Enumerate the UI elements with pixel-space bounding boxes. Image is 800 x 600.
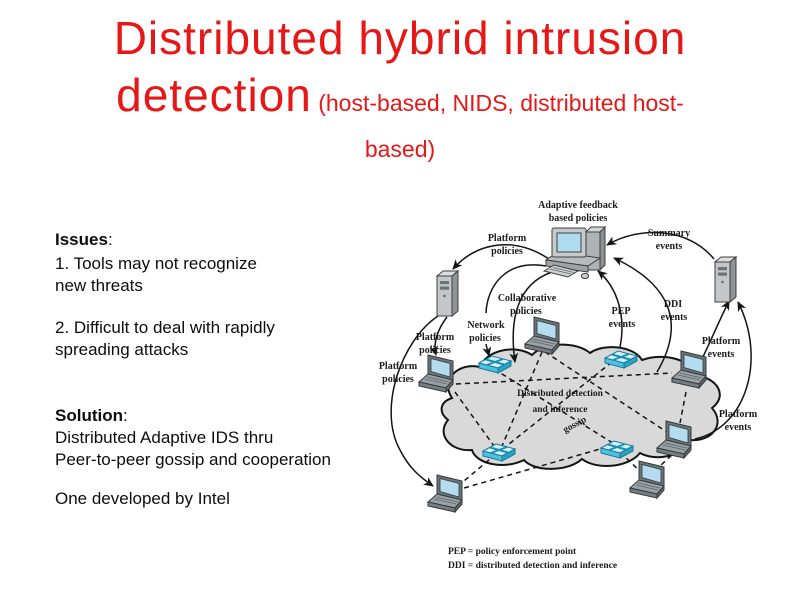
label-network-policies: policies [469,333,501,344]
footnote-line: One developed by Intel [55,489,230,508]
gossip-link-line [454,391,495,447]
label-platform-events-lower: events [725,422,752,433]
gossip-link-line [647,452,675,478]
issues-heading-colon: : [107,230,113,249]
issue-2-line-1: 2. Difficult to deal with rapidly [55,318,275,337]
arrow-platform-events-to-right-server-long [694,301,752,440]
label-adaptive-feedback: based policies [549,213,608,224]
label-cloud-title: and inference [533,405,588,415]
label-summary-events: Summary [648,228,690,239]
label-platform-policies-far: Platform [379,361,418,372]
gossip-link-line [493,368,617,446]
issues-solution-text: Issues: 1. Tools may not recognize new t… [55,229,385,510]
slide-title: Distributed hybrid intrusion detection (… [0,10,800,166]
diagram-labels: Adaptive feedback based policies Platfor… [379,200,758,435]
label-platform-events-upper: Platform [702,336,741,347]
laptop-icon [418,354,454,393]
issue-1-line-1: 1. Tools may not recognize [55,254,257,273]
arrow-network-policies-to-switch [482,343,492,357]
label-adaptive-feedback: Adaptive feedback [538,200,618,211]
title-line-1: Distributed hybrid intrusion [113,12,687,64]
gossip-link-line [463,448,601,489]
issue-2-line-2: spreading attacks [55,340,189,359]
label-platform-events-upper: events [708,349,735,360]
arrow-pep-events-to-desktop [597,270,623,348]
arrow-ddi-events-to-desktop [613,257,672,373]
label-collaborative-policies: policies [510,306,542,317]
solution-line-2: Peer-to-peer gossip and cooperation [55,450,331,469]
gossip-link-line [501,351,543,447]
title-line-2-big: detection [116,69,312,121]
title-line-3: based) [364,136,436,162]
server-tower-icon [714,256,737,303]
arrow-platform-policies-to-left-server [452,244,550,270]
solution-heading: Solution: [55,405,385,427]
label-platform-policies-mid: policies [419,345,451,356]
label-platform-events-lower: Platform [719,409,758,420]
solution-line-1: Distributed Adaptive IDS thru [55,428,274,447]
legend-pep: PEP = policy enforcement point [448,547,577,557]
legend-ddi: DDI = distributed detection and inferenc… [448,561,617,571]
laptop-icon [524,316,560,355]
arrow-platform-events-to-right-server-short [700,300,730,362]
label-pep-events: events [609,319,636,330]
solution-heading-colon: : [122,406,128,425]
issue-1-line-2: new threats [55,276,143,295]
label-ddi-events: events [661,312,688,323]
label-pep-events: PEP [612,306,631,317]
label-collaborative-policies: Collaborative [498,293,557,304]
policy-event-arrows [390,231,752,487]
gossip-link-line [455,372,673,385]
arrow-summary-events-to-desktop [606,231,715,260]
label-network-policies: Network [467,320,505,331]
arrow-platform-policies-to-bottom-left-laptop [390,315,439,487]
arrow-platform-policies-to-left-laptop [429,316,448,356]
gossip-link-line [544,351,677,439]
arrow-collaborative-policies-to-cloud [509,271,553,363]
label-platform-policies-top: policies [491,246,523,257]
desktop-computer-icon [543,226,606,280]
label-cloud-title: Distributed detection [517,389,603,399]
issues-heading: Issues: [55,229,385,251]
label-platform-policies-far: policies [382,374,414,385]
label-platform-policies-mid: Platform [416,332,455,343]
laptop-icon [427,474,463,513]
solution-heading-word: Solution [55,406,123,425]
issues-heading-word: Issues [55,230,108,249]
label-summary-events: events [656,241,683,252]
diagram-legend: PEP = policy enforcement point DDI = dis… [448,547,617,571]
label-ddi-events: DDI [664,299,682,310]
server-tower-icon [436,270,459,317]
arc-network-policies-from-desktop [485,264,547,314]
title-line-2: detection (host-based, NIDS, distributed… [0,66,800,132]
title-line-2-small: (host-based, NIDS, distributed host- [311,90,684,116]
label-platform-policies-top: Platform [488,233,527,244]
